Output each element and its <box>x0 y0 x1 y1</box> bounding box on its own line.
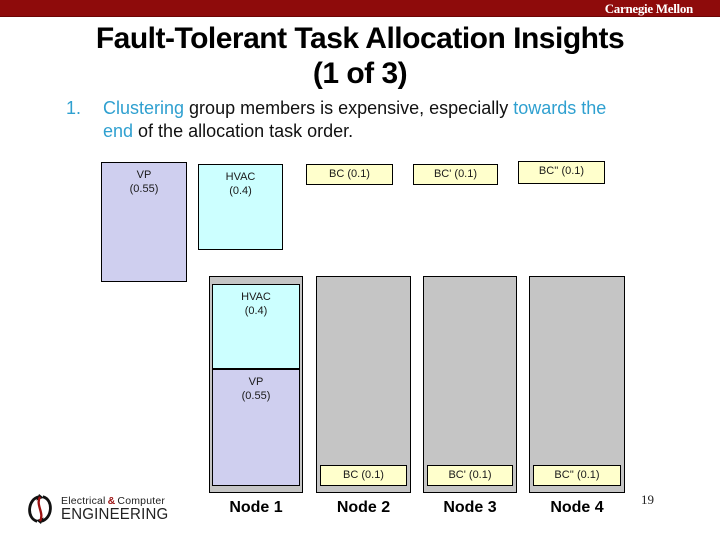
node3-task-bc-prime: BC' (0.1) <box>427 465 513 486</box>
bullet-number: 1. <box>66 98 82 118</box>
node-2-column: BC (0.1) <box>316 276 411 493</box>
task-weight: (0.4) <box>244 305 268 317</box>
node1-task-vp: VP (0.55) <box>212 369 300 486</box>
node-1-label: Node 1 <box>229 499 283 516</box>
task-name: HVAC <box>241 291 271 303</box>
ece-logo-icon <box>28 493 52 525</box>
bullet-plain-1: group members is expensive, especially <box>184 98 514 118</box>
node-4-column: BC'' (0.1) <box>529 276 625 493</box>
node-1-column: HVAC (0.4) VP (0.55) <box>209 276 303 493</box>
unallocated-task-bc-prime: BC' (0.1) <box>413 164 498 185</box>
unallocated-task-bc: BC (0.1) <box>306 164 393 185</box>
node4-task-bc-double-prime: BC'' (0.1) <box>533 465 621 486</box>
task-weight: (0.55) <box>129 183 159 195</box>
task-name: HVAC <box>225 171 256 183</box>
task-weight: (0.4) <box>229 185 252 197</box>
bullet-text: Clustering group members is expensive, e… <box>103 97 606 143</box>
ece-logo-line1: Electrical&Computer <box>61 494 172 507</box>
task-name: VP <box>136 169 152 181</box>
node2-task-bc: BC (0.1) <box>320 465 407 486</box>
ece-logo-computer: Computer <box>117 494 166 507</box>
node-3-label: Node 3 <box>443 499 497 516</box>
ece-logo: Electrical&Computer ENGINEERING <box>24 493 172 525</box>
ece-logo-text: Electrical&Computer ENGINEERING <box>61 494 172 523</box>
node-3-column: BC' (0.1) <box>423 276 517 493</box>
bullet-highlight-end: end <box>103 121 134 141</box>
task-weight: (0.55) <box>241 390 271 402</box>
carnegie-mellon-wordmark: Carnegie Mellon <box>604 1 694 16</box>
page-title-line2: (1 of 3) <box>312 57 408 90</box>
unallocated-task-bc-double-prime: BC'' (0.1) <box>518 161 605 184</box>
header-bar: Carnegie Mellon <box>0 0 720 17</box>
ece-logo-ampersand: & <box>107 494 116 507</box>
bullet-plain-2: of the allocation task order. <box>133 121 354 141</box>
page-number: 19 <box>641 492 654 507</box>
node-4-label: Node 4 <box>550 499 604 516</box>
bullet-highlight-clustering: Clustering <box>103 98 185 118</box>
node-2-label: Node 2 <box>336 499 391 516</box>
ece-logo-electrical: Electrical <box>61 494 106 507</box>
bullet-highlight-towards-the: towards the <box>513 98 607 118</box>
unallocated-task-hvac: HVAC (0.4) <box>198 164 283 250</box>
unallocated-task-vp: VP (0.55) <box>101 162 187 282</box>
node1-task-hvac: HVAC (0.4) <box>212 284 300 369</box>
task-name: VP <box>248 376 264 388</box>
page-title-line1: Fault-Tolerant Task Allocation Insights <box>95 22 625 55</box>
page-title: Fault-Tolerant Task Allocation Insights(… <box>0 21 720 91</box>
bullet-item-1: 1. Clustering group members is expensive… <box>66 97 666 143</box>
ece-logo-engineering: ENGINEERING <box>61 506 169 523</box>
